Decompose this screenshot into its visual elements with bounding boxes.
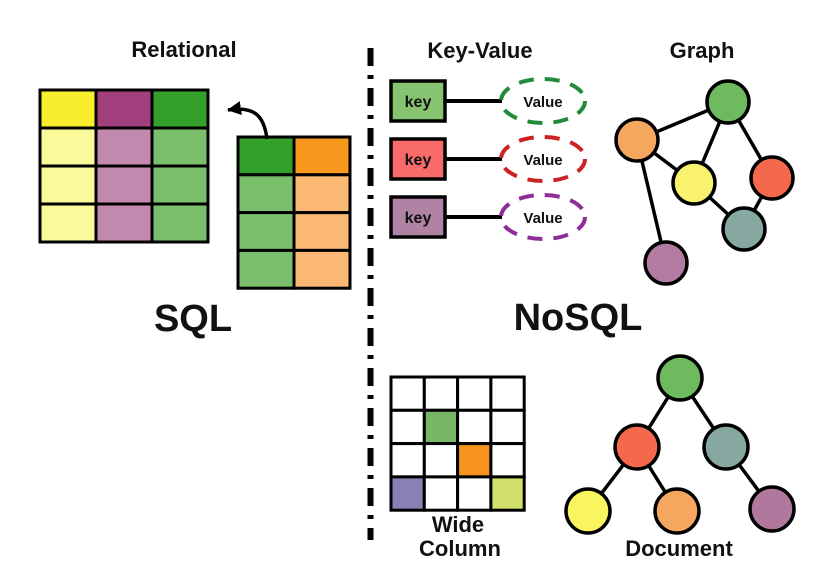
- relational-title: Relational: [131, 37, 236, 62]
- relational-main-table-cell: [94, 202, 154, 244]
- nosql-label: NoSQL: [514, 297, 643, 339]
- wide-column-cell: [389, 475, 426, 512]
- wide-column-cell: [456, 408, 493, 446]
- sql-label: SQL: [154, 298, 232, 340]
- graph-node-teal: [721, 206, 767, 252]
- relational-detail-table-cell: [292, 248, 352, 290]
- key-box-label: key: [405, 152, 432, 169]
- relational-main-table-cell: [38, 88, 98, 130]
- relational-main-table-cell: [38, 202, 98, 244]
- key-value-title: Key-Value: [427, 38, 532, 63]
- wide-column-cell: [422, 408, 460, 446]
- document-title: Document: [625, 536, 733, 561]
- wide-column-cell: [489, 408, 526, 446]
- wide-column-cell: [422, 442, 460, 479]
- relational-detail-table-cell: [236, 248, 296, 290]
- value-ellipse: [499, 77, 587, 125]
- relational-main-table-cell: [94, 164, 154, 206]
- key-box-label: key: [405, 210, 432, 227]
- relational-main-table-cell: [150, 126, 210, 168]
- wide-column-cell: [456, 442, 493, 479]
- relational-detail-table-cell: [292, 211, 352, 252]
- relational-detail-table-cell: [236, 211, 296, 252]
- graph-node-purple: [643, 240, 689, 286]
- graph-node-red: [749, 155, 795, 201]
- value-ellipse: [499, 135, 587, 183]
- document-node-leaf2: [653, 487, 701, 535]
- wide-column-cell: [389, 375, 426, 412]
- value-ellipse-label: Value: [523, 94, 562, 111]
- graph-node-orange: [614, 117, 660, 163]
- document-node-root: [656, 354, 704, 402]
- relational-main-table-cell: [150, 88, 210, 130]
- value-ellipse: [499, 193, 587, 241]
- wide-column-cell: [489, 442, 526, 479]
- relational-main-table-cell: [38, 126, 98, 168]
- relational-main-table-cell: [38, 164, 98, 206]
- wide-column-cell: [389, 442, 426, 479]
- wide-column-cell: [489, 475, 526, 512]
- wide-column-title-line2: Column: [419, 536, 501, 561]
- wide-column-title-line1: Wide: [432, 512, 484, 537]
- graph-title: Graph: [670, 38, 735, 63]
- key-box: [389, 195, 447, 239]
- relational-detail-table-cell: [236, 173, 296, 215]
- graph-node-green: [705, 79, 751, 125]
- wide-column-cell: [456, 375, 493, 412]
- relational-detail-table-cell: [292, 173, 352, 215]
- document-node-leaf3: [748, 485, 796, 533]
- wide-column-cell: [389, 408, 426, 446]
- document-node-right: [702, 423, 750, 471]
- relational-main-table-cell: [94, 126, 154, 168]
- wide-column-cell: [456, 475, 493, 512]
- key-box: [389, 137, 447, 181]
- relational-main-table-cell: [94, 88, 154, 130]
- wide-column-cell: [422, 375, 460, 412]
- graph-node-yellow: [671, 160, 717, 206]
- key-box: [389, 79, 447, 123]
- relational-detail-table-cell: [236, 135, 296, 177]
- relational-main-table-cell: [150, 202, 210, 244]
- key-box-label: key: [405, 94, 432, 111]
- value-ellipse-label: Value: [523, 210, 562, 227]
- wide-column-cell: [422, 475, 460, 512]
- document-node-leaf1: [564, 487, 612, 535]
- table-reference-arrow: [227, 101, 269, 140]
- relational-detail-table-cell: [292, 135, 352, 177]
- value-ellipse-label: Value: [523, 152, 562, 169]
- document-node-left: [613, 423, 661, 471]
- relational-main-table-cell: [150, 164, 210, 206]
- wide-column-cell: [489, 375, 526, 412]
